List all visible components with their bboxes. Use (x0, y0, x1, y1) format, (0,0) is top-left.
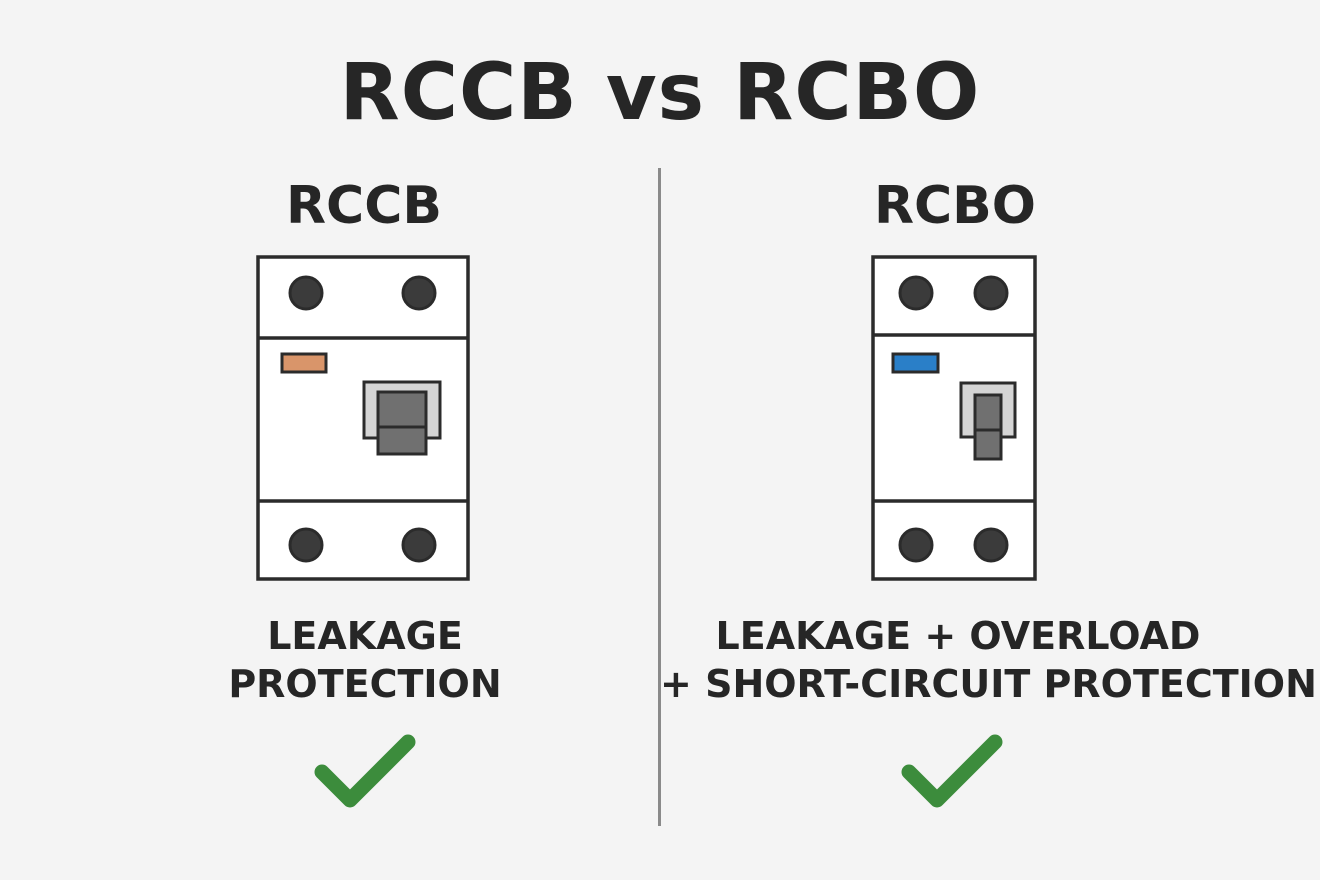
rccb-description-line-2: PROTECTION (228, 662, 502, 706)
check-mark-icon (314, 734, 416, 808)
page-title: RCCB vs RCBO (339, 48, 981, 138)
rcbo-description: LEAKAGE + OVERLOAD + SHORT-CIRCUIT PROTE… (660, 612, 1317, 708)
rcbo-indicator (891, 352, 940, 374)
rcbo-description-line-2: + SHORT-CIRCUIT PROTECTION (660, 662, 1317, 706)
rcbo-terminal-top-right (973, 275, 1009, 311)
rccb-description: LEAKAGE PROTECTION (165, 612, 565, 708)
rcbo-check-stroke (901, 734, 1003, 808)
rccb-check-stroke (314, 734, 416, 808)
rcbo-terminal-top-left (898, 275, 934, 311)
rccb-indicator (280, 352, 328, 374)
rcbo-description-line-1: LEAKAGE + OVERLOAD (715, 614, 1201, 658)
rccb-switch-lever (376, 390, 428, 456)
rccb-breaker-icon (256, 255, 470, 581)
rcbo-label: RCBO (873, 176, 1037, 236)
rcbo-breaker-icon (871, 255, 1037, 581)
rccb-terminal-bottom-left (288, 527, 324, 563)
rccb-terminal-top-left (288, 275, 324, 311)
rcbo-terminal-bottom-left (898, 527, 934, 563)
rccb-description-line-1: LEAKAGE (267, 614, 463, 658)
rccb-label: RCCB (286, 176, 442, 236)
rccb-terminal-top-right (401, 275, 437, 311)
rcbo-terminal-bottom-right (973, 527, 1009, 563)
rccb-terminal-bottom-right (401, 527, 437, 563)
check-mark-icon (901, 734, 1003, 808)
column-divider (658, 168, 661, 826)
rcbo-switch-lever (973, 393, 1003, 461)
